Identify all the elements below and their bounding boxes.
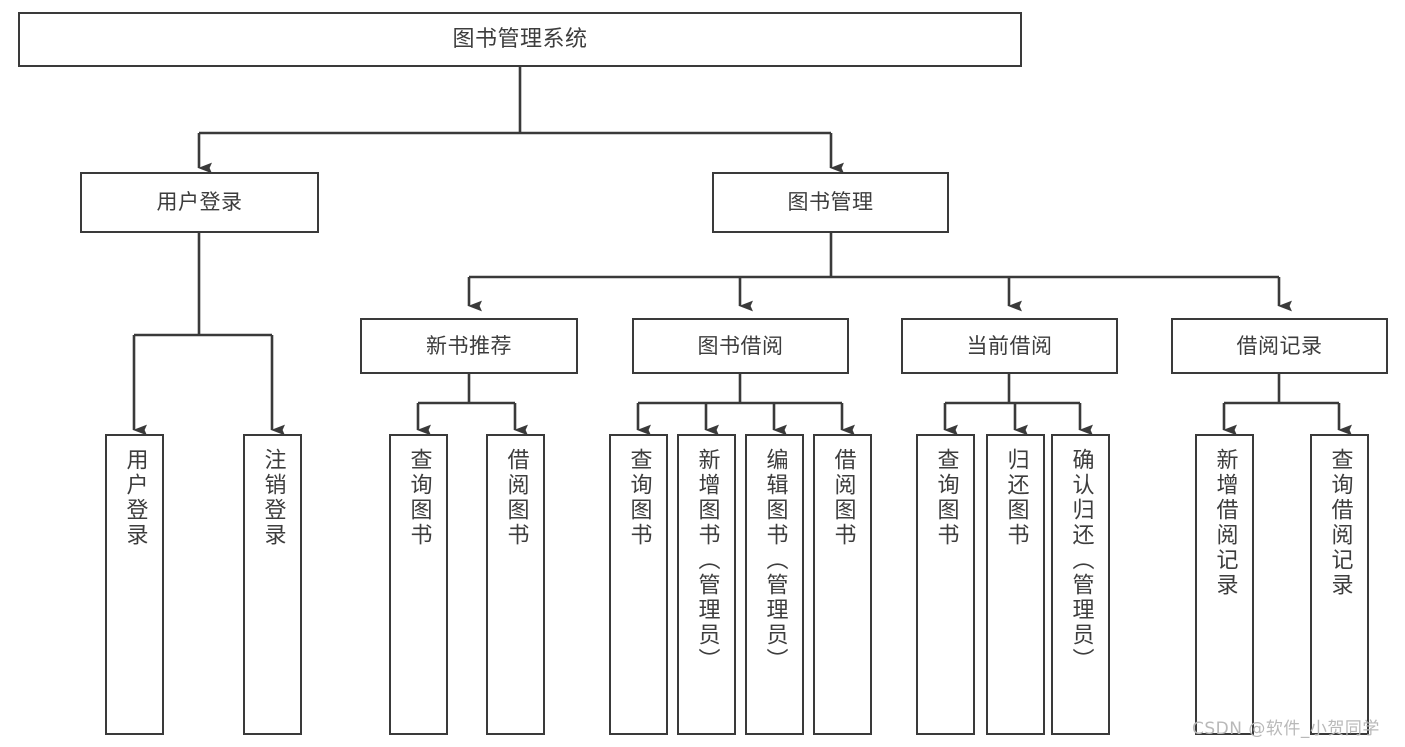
leaf-borrow-add-book-admin[interactable]: 新增图书（管理员） bbox=[677, 434, 736, 735]
leaf-current-confirm-return-admin[interactable]: 确认归还（管理员） bbox=[1051, 434, 1110, 735]
node-new-book-recommend[interactable]: 新书推荐 bbox=[360, 318, 578, 374]
leaf-user-login-signin[interactable]: 用户登录 bbox=[105, 434, 164, 735]
node-label: 新增借阅记录 bbox=[1212, 448, 1238, 598]
node-label: 确认归还（管理员） bbox=[1068, 448, 1094, 673]
leaf-user-login-logout[interactable]: 注销登录 bbox=[243, 434, 302, 735]
node-label: 编辑图书（管理员） bbox=[762, 448, 788, 673]
node-user-login[interactable]: 用户登录 bbox=[80, 172, 319, 233]
leaf-borrow-edit-book-admin[interactable]: 编辑图书（管理员） bbox=[745, 434, 804, 735]
leaf-borrow-borrow-book[interactable]: 借阅图书 bbox=[813, 434, 872, 735]
node-label: 新书推荐 bbox=[426, 333, 512, 358]
leaf-recommend-query-book[interactable]: 查询图书 bbox=[389, 434, 448, 735]
node-label: 查询图书 bbox=[406, 448, 432, 548]
node-label: 借阅图书 bbox=[830, 448, 856, 548]
node-label: 注销登录 bbox=[260, 448, 286, 548]
csdn-watermark: CSDN @软件_小贺同学 bbox=[1192, 719, 1380, 739]
node-label: 借阅图书 bbox=[503, 448, 529, 548]
node-current-borrow[interactable]: 当前借阅 bbox=[901, 318, 1118, 374]
node-label: 查询图书 bbox=[933, 448, 959, 548]
node-label: 新增图书（管理员） bbox=[694, 448, 720, 673]
leaf-record-add-borrow-record[interactable]: 新增借阅记录 bbox=[1195, 434, 1254, 735]
leaf-current-return-book[interactable]: 归还图书 bbox=[986, 434, 1045, 735]
node-label: 归还图书 bbox=[1003, 448, 1029, 548]
node-book-management[interactable]: 图书管理 bbox=[712, 172, 949, 233]
leaf-record-query-borrow-record[interactable]: 查询借阅记录 bbox=[1310, 434, 1369, 735]
node-label: 用户登录 bbox=[122, 448, 148, 548]
node-borrow-record[interactable]: 借阅记录 bbox=[1171, 318, 1388, 374]
node-label: 查询借阅记录 bbox=[1327, 448, 1353, 598]
node-label: 查询图书 bbox=[626, 448, 652, 548]
node-label: 当前借阅 bbox=[966, 333, 1053, 358]
node-root-book-management-system[interactable]: 图书管理系统 bbox=[18, 12, 1022, 67]
leaf-recommend-borrow-book[interactable]: 借阅图书 bbox=[486, 434, 545, 735]
node-label: 图书管理 bbox=[787, 190, 874, 215]
node-label: 用户登录 bbox=[156, 190, 243, 215]
node-label: 借阅记录 bbox=[1236, 333, 1323, 358]
leaf-borrow-query-book[interactable]: 查询图书 bbox=[609, 434, 668, 735]
node-label: 图书借阅 bbox=[697, 333, 784, 358]
node-book-borrow[interactable]: 图书借阅 bbox=[632, 318, 849, 374]
leaf-current-query-book[interactable]: 查询图书 bbox=[916, 434, 975, 735]
node-label: 图书管理系统 bbox=[452, 26, 588, 52]
